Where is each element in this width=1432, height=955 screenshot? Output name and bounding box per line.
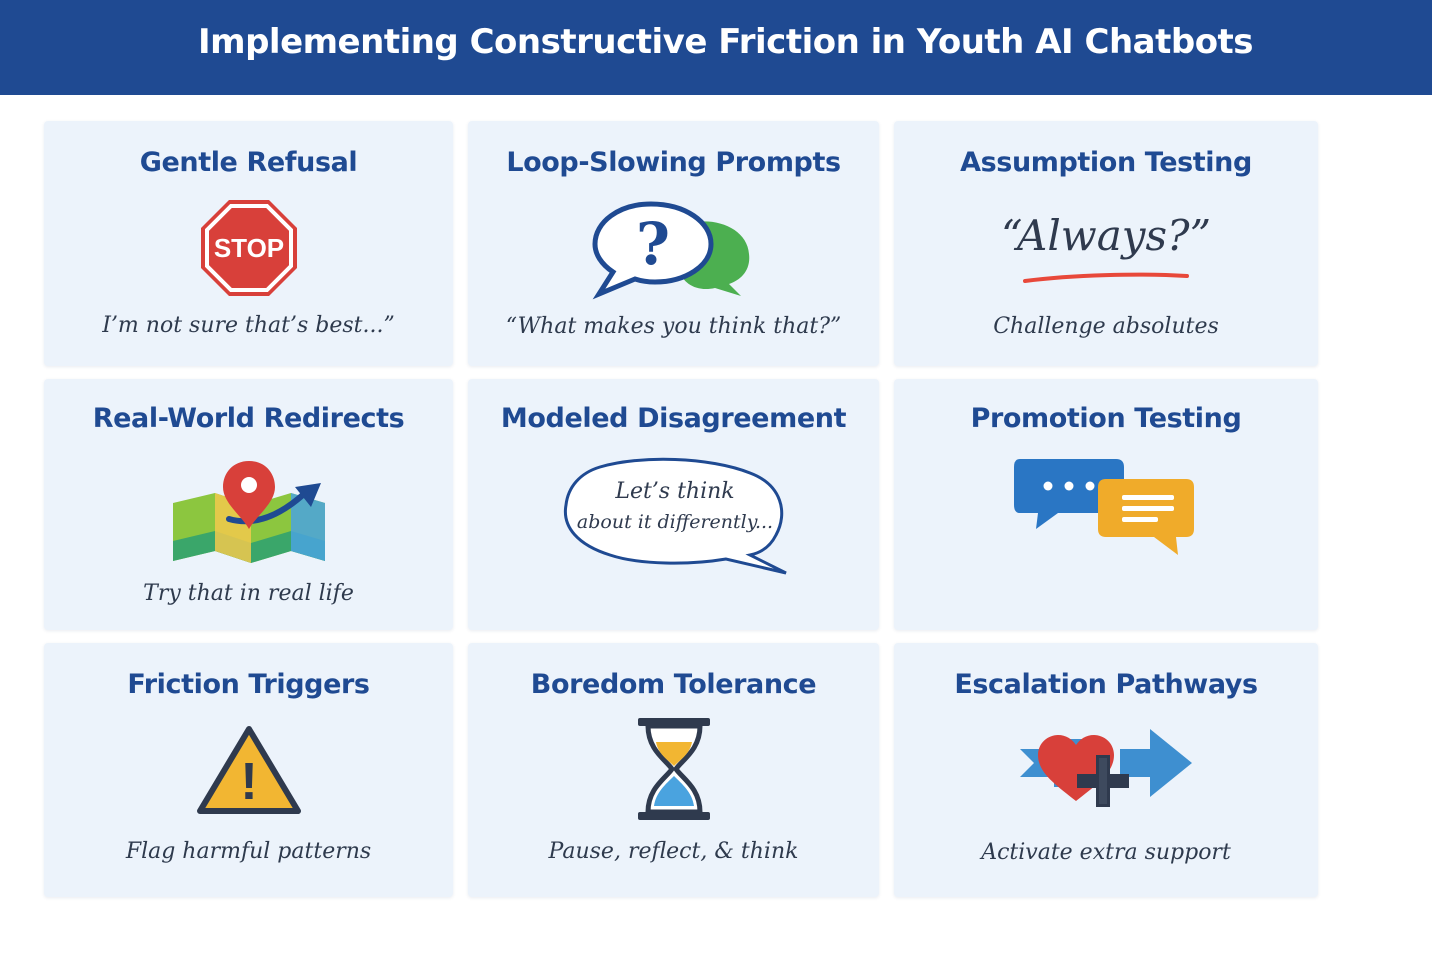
heart-arrow-icon — [1020, 729, 1192, 807]
card-caption: Try that in real life — [143, 581, 354, 606]
speech-bubble-shape — [563, 457, 787, 575]
title-banner: Implementing Constructive Friction in Yo… — [0, 0, 1432, 95]
page-title: Implementing Constructive Friction in Yo… — [198, 22, 1254, 62]
card-caption: Pause, reflect, & think — [548, 839, 799, 864]
card-title: Friction Triggers — [127, 669, 370, 700]
card-title: Promotion Testing — [970, 403, 1242, 434]
card-caption: Activate extra support — [981, 840, 1231, 865]
card-title: Modeled Disagreement — [500, 403, 847, 434]
card-title: Loop-Slowing Prompts — [506, 147, 841, 178]
question-mark-text: ? — [636, 210, 670, 278]
card-caption: I’m not sure that’s best...” — [102, 313, 395, 338]
warning-triangle-icon: ! — [196, 726, 301, 814]
card-title: Assumption Testing — [960, 147, 1252, 178]
always-quote-text: “Always?” — [1000, 211, 1212, 260]
underline-stroke-icon — [1023, 272, 1189, 283]
bubble-text-line: about it differently... — [576, 511, 774, 533]
card-real-world-redirects: Real-World Redirects Try that in real li… — [44, 379, 453, 630]
card-title: Gentle Refusal — [139, 147, 358, 178]
card-assumption-testing: Assumption Testing “Always?” Challenge a… — [894, 121, 1318, 366]
card-caption: Flag harmful patterns — [125, 839, 372, 864]
card-promotion-testing: Promotion Testing — [894, 379, 1318, 630]
card-caption: Challenge absolutes — [993, 314, 1219, 339]
card-title: Boredom Tolerance — [530, 669, 817, 700]
card-loop-slowing-prompts: Loop-Slowing Prompts ? “What makes you t… — [468, 121, 879, 366]
bubble-text: Let’s think about it differently... — [560, 477, 790, 537]
card-boredom-tolerance: Boredom Tolerance Pause, reflect, & thin… — [468, 643, 879, 897]
stop-sign-text: STOP — [213, 233, 283, 263]
card-title: Escalation Pathways — [954, 669, 1258, 700]
chat-bubbles-icon — [1014, 459, 1194, 555]
card-caption: “What makes you think that?” — [505, 314, 842, 339]
bubble-text-line: Let’s think — [615, 479, 735, 504]
card-modeled-disagreement: Modeled Disagreement Let’s think about i… — [468, 379, 879, 630]
warning-mark-text: ! — [240, 753, 257, 811]
card-escalation-pathways: Escalation Pathways Activate extra suppo… — [894, 643, 1318, 897]
stop-sign-icon: STOP — [200, 200, 297, 296]
speech-bubble-icon: Let’s think about it differently... — [560, 457, 790, 577]
card-title: Real-World Redirects — [92, 403, 405, 434]
map-pin-icon — [172, 461, 325, 563]
card-gentle-refusal: Gentle Refusal STOP I’m not sure that’s … — [44, 121, 453, 366]
question-bubble-icon: ? — [591, 201, 749, 300]
hourglass-icon — [637, 718, 710, 820]
card-friction-triggers: Friction Triggers ! Flag harmful pattern… — [44, 643, 453, 897]
